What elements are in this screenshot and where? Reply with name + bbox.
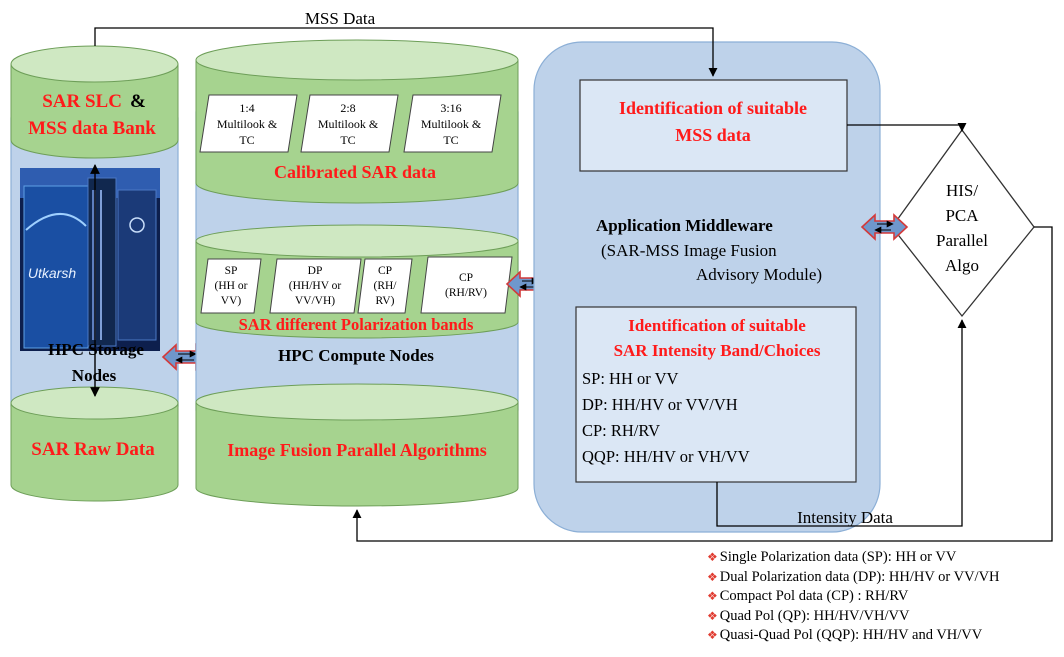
image-fusion-label: Image Fusion Parallel Algorithms xyxy=(227,440,487,460)
bank-title-line1: SAR SLC& xyxy=(42,91,146,112)
mss-identification-box: Identification of suitable MSS data xyxy=(579,79,848,172)
choice-sp: SP: HH or VV xyxy=(582,369,679,388)
storage-label-line1: HPC Storage xyxy=(48,340,144,359)
pol-dp-l2: (HH/HV or xyxy=(289,280,342,292)
pol-cp1-l3: RV) xyxy=(376,295,395,307)
pol-sp-l2: (HH or xyxy=(215,280,248,292)
bank-line2: MSS data Bank xyxy=(28,118,156,139)
middleware-panel: Identification of suitable MSS data Appl… xyxy=(533,41,881,533)
legend-bullet-icon: ❖ xyxy=(707,550,718,564)
polarization-bands-cylinder: SP (HH or VV) DP (HH/HV or VV/VH) CP (RH… xyxy=(195,224,519,339)
mss-data-flow-line xyxy=(94,27,718,77)
intensity-data-flow-line xyxy=(716,319,967,527)
calibrated-sar-label: Calibrated SAR data xyxy=(274,162,436,182)
pol-cp2-l2: (RH/RV) xyxy=(445,287,487,299)
multilook-3-ratio: 3:16 xyxy=(440,101,461,115)
bank-amp: & xyxy=(130,91,146,112)
multilook-2-text: Multilook & xyxy=(318,117,379,131)
calibrated-sar-cylinder: 1:4 Multilook & TC 2:8 Multilook & TC 3:… xyxy=(195,39,519,204)
legend-bullet-icon: ❖ xyxy=(707,569,718,584)
legend-text-qp: Quad Pol (QP): HH/HV/VH/VV xyxy=(719,607,910,624)
pol-cp2-l1: CP xyxy=(459,272,473,284)
multilook-2-ratio: 2:8 xyxy=(340,101,355,115)
middleware-algo-link-arrow xyxy=(860,213,909,241)
legend-text-cp: Compact Pol data (CP) : RH/RV xyxy=(719,588,909,604)
legend-text-sp: Single Polarization data (SP): HH or VV xyxy=(719,549,957,565)
pol-box-sp: SP (HH or VV) xyxy=(200,258,262,314)
image-fusion-cylinder: Image Fusion Parallel Algorithms xyxy=(195,383,519,507)
mss-to-algo-line xyxy=(847,122,967,132)
pol-dp-l1: DP xyxy=(308,265,323,277)
algo-line4: Algo xyxy=(945,256,979,275)
sar-slc-mss-bank-cylinder: SAR SLC& MSS data Bank xyxy=(10,45,179,159)
legend-item-dp: ❖Dual Polarization data (DP): HH/HV or V… xyxy=(707,568,1062,588)
compute-nodes-label: HPC Compute Nodes xyxy=(278,346,434,365)
pol-cp1-l1: CP xyxy=(378,265,392,277)
feedback-to-fusion-line xyxy=(352,226,1053,542)
pol-box-dp: DP (HH/HV or VV/VH) xyxy=(269,258,362,314)
app-middleware-line1: Application Middleware xyxy=(596,216,773,235)
sar-raw-data-cylinder: SAR Raw Data xyxy=(10,386,179,502)
legend-item-qqp: ❖Quasi-Quad Pol (QQP): HH/HV and VH/VV xyxy=(707,626,1062,646)
multilook-1-ratio: 1:4 xyxy=(239,101,254,115)
legend-item-qp: ❖Quad Pol (QP): HH/HV/VH/VV xyxy=(707,607,1062,627)
pol-dp-l3: VV/VH) xyxy=(295,295,335,307)
storage-column: SAR SLC& MSS data Bank SAR Raw Data Utka… xyxy=(10,45,179,502)
algo-line1: HIS/ xyxy=(946,181,978,200)
pol-box-cp2: CP (RH/RV) xyxy=(420,256,513,314)
sar-raw-data-label: SAR Raw Data xyxy=(31,439,155,460)
multilook-2-tc: TC xyxy=(340,133,355,147)
mss-id-line1: Identification of suitable xyxy=(619,98,807,118)
his-pca-algo-diamond: HIS/ PCA Parallel Algo xyxy=(891,128,1035,318)
multilook-3-tc: TC xyxy=(443,133,458,147)
multilook-box-2: 2:8 Multilook & TC xyxy=(300,94,399,153)
choice-cp: CP: RH/RV xyxy=(582,421,660,440)
compute-column: 1:4 Multilook & TC 2:8 Multilook & TC 3:… xyxy=(195,39,519,507)
algo-line3: Parallel xyxy=(936,231,988,250)
multilook-1-text: Multilook & xyxy=(217,117,278,131)
legend-text-qqp: Quasi-Quad Pol (QQP): HH/HV and VH/VV xyxy=(719,627,983,643)
sar-id-line1: Identification of suitable xyxy=(628,316,806,335)
intensity-data-label: Intensity Data xyxy=(797,508,893,527)
algo-line2: PCA xyxy=(945,206,979,225)
multilook-3-text: Multilook & xyxy=(421,117,482,131)
sar-identification-box: Identification of suitable SAR Intensity… xyxy=(575,306,857,483)
legend-bullet-icon: ❖ xyxy=(707,608,718,623)
storage-label-line2: Nodes xyxy=(72,366,117,385)
bank-line1: SAR SLC xyxy=(42,91,122,112)
pol-sp-l3: VV) xyxy=(221,295,242,307)
app-middleware-line3: Advisory Module) xyxy=(696,265,822,284)
polarization-legend: ❖Single Polarization data (SP): HH or VV… xyxy=(707,548,1062,646)
mss-data-label: MSS Data xyxy=(305,9,376,28)
mss-id-line2: MSS data xyxy=(675,125,751,145)
multilook-box-3: 3:16 Multilook & TC xyxy=(403,94,502,153)
multilook-1-tc: TC xyxy=(239,133,254,147)
pol-sp-l1: SP xyxy=(225,265,238,277)
server-logo-text: Utkarsh xyxy=(28,265,76,281)
pol-cp1-l2: (RH/ xyxy=(374,280,398,292)
choice-qqp: QQP: HH/HV or VH/VV xyxy=(582,447,750,466)
app-middleware-line2: (SAR-MSS Image Fusion xyxy=(601,241,777,260)
choice-dp: DP: HH/HV or VV/VH xyxy=(582,395,738,414)
legend-item-sp: ❖Single Polarization data (SP): HH or VV xyxy=(707,548,1062,568)
legend-item-cp: ❖Compact Pol data (CP) : RH/RV xyxy=(707,587,1062,607)
server-rack-image: Utkarsh xyxy=(20,168,160,351)
pol-box-cp1: CP (RH/ RV) xyxy=(357,258,413,314)
legend-bullet-icon: ❖ xyxy=(707,628,718,642)
multilook-box-1: 1:4 Multilook & TC xyxy=(199,94,298,153)
legend-text-dp: Dual Polarization data (DP): HH/HV or VV… xyxy=(719,568,1000,585)
sar-id-line2: SAR Intensity Band/Choices xyxy=(614,341,821,360)
legend-bullet-icon: ❖ xyxy=(707,589,718,603)
pol-title: SAR different Polarization bands xyxy=(239,315,474,334)
